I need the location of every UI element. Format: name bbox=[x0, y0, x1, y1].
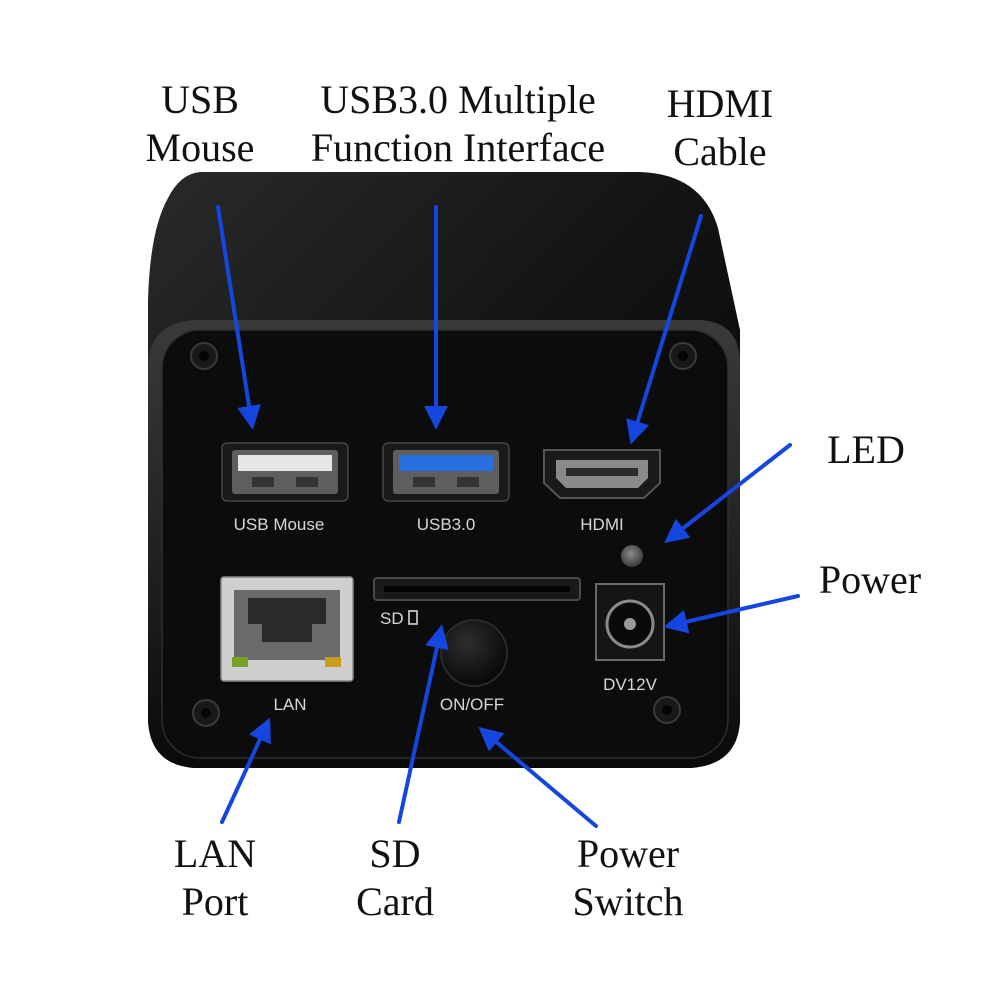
callout-usb3-line2: Function Interface bbox=[310, 125, 606, 170]
sd-card-icon bbox=[408, 610, 418, 625]
screw-top-right bbox=[669, 342, 697, 370]
arrow-power bbox=[663, 594, 800, 634]
screw-bottom-left bbox=[192, 699, 220, 727]
power-button bbox=[440, 619, 508, 687]
arrow-led bbox=[664, 443, 792, 543]
sd-slot-label: SD bbox=[380, 609, 404, 628]
arrow-lan bbox=[220, 717, 271, 824]
callout-usb3: USB3.0 Multiple Function Interface bbox=[290, 76, 626, 172]
hdmi-port bbox=[543, 449, 661, 499]
arrow-power-switch bbox=[478, 726, 598, 828]
callout-led: LED bbox=[806, 426, 926, 474]
arrow-usb-mouse bbox=[216, 205, 261, 430]
arrow-sd bbox=[397, 624, 449, 824]
callout-hdmi-line2: Cable bbox=[673, 129, 767, 174]
callout-power-switch-line1: Power bbox=[576, 831, 680, 876]
usb-mouse-port-label: USB Mouse bbox=[234, 515, 325, 534]
callout-power-switch-line2: Switch bbox=[572, 879, 684, 924]
callout-usb3-line1: USB3.0 Multiple bbox=[320, 77, 596, 122]
dc-jack-label: DV12V bbox=[603, 675, 658, 694]
callout-sd: SD Card bbox=[330, 830, 460, 926]
usb3-port-label: USB3.0 bbox=[417, 515, 476, 534]
callout-power-line1: Power bbox=[818, 557, 922, 602]
callout-power-switch: Power Switch bbox=[548, 830, 708, 926]
hdmi-port-label: HDMI bbox=[580, 515, 623, 534]
screw-top-left bbox=[190, 342, 218, 370]
callout-usb-mouse-line2: Mouse bbox=[145, 125, 255, 170]
callout-led-line1: LED bbox=[827, 427, 905, 472]
callout-usb-mouse-line1: USB bbox=[161, 77, 239, 122]
lan-port-label: LAN bbox=[273, 695, 306, 714]
screw-bottom-right bbox=[653, 696, 681, 724]
callout-lan: LAN Port bbox=[150, 830, 280, 926]
usb-mouse-port bbox=[221, 442, 349, 502]
power-button-label: ON/OFF bbox=[440, 695, 504, 714]
sd-card-slot bbox=[373, 577, 581, 601]
usb3-port bbox=[382, 442, 510, 502]
callout-sd-line1: SD bbox=[369, 831, 421, 876]
callout-power: Power bbox=[800, 556, 940, 604]
arrow-hdmi bbox=[626, 214, 703, 445]
callout-lan-line2: Port bbox=[181, 879, 249, 924]
callout-hdmi-line1: HDMI bbox=[666, 81, 774, 126]
lan-port bbox=[220, 576, 354, 682]
callout-sd-line2: Card bbox=[356, 879, 434, 924]
dc-power-jack bbox=[595, 583, 665, 661]
led-indicator bbox=[621, 545, 643, 567]
callout-hdmi: HDMI Cable bbox=[650, 80, 790, 176]
callout-lan-line1: LAN bbox=[173, 831, 257, 876]
callout-usb-mouse: USB Mouse bbox=[130, 76, 270, 172]
